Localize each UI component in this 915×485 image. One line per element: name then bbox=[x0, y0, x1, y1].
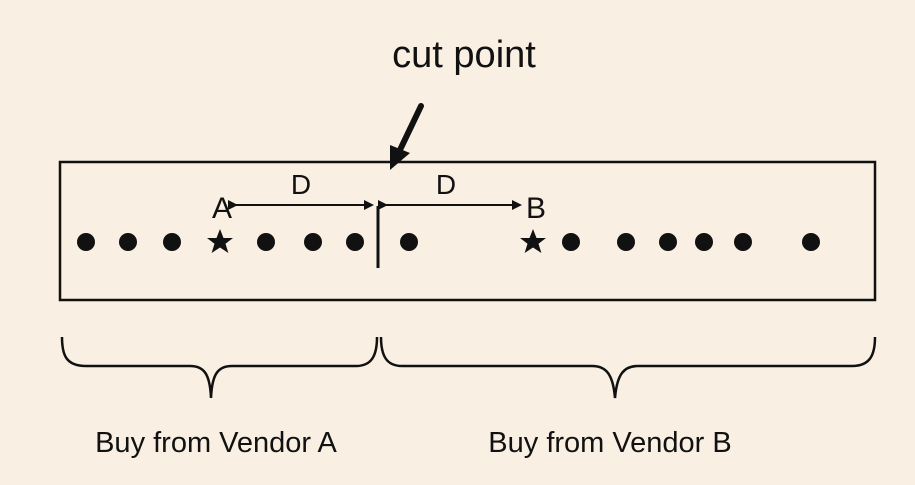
location-dot-icon bbox=[562, 233, 580, 251]
vendor-a-label: Buy from Vendor A bbox=[95, 427, 337, 459]
location-dot-icon bbox=[659, 233, 677, 251]
location-dot-icon bbox=[734, 233, 752, 251]
location-dot-icon bbox=[400, 233, 418, 251]
vendor-a-brace bbox=[60, 336, 379, 399]
location-dot-icon bbox=[163, 233, 181, 251]
location-dot-icon bbox=[77, 233, 95, 251]
vendor-a-star-icon bbox=[207, 229, 233, 253]
distance-label-right: D bbox=[436, 169, 456, 200]
location-dot-icon bbox=[617, 233, 635, 251]
vendor-b-label: Buy from Vendor B bbox=[488, 427, 731, 459]
location-dot-icon bbox=[119, 233, 137, 251]
vendor-range-box bbox=[58, 160, 877, 302]
distance-label-left: D bbox=[291, 169, 311, 200]
point-a-label: A bbox=[212, 192, 232, 225]
cut-point-arrow-icon bbox=[390, 103, 424, 170]
location-dot-icon bbox=[304, 233, 322, 251]
location-dot-icon bbox=[802, 233, 820, 251]
location-dot-icon bbox=[346, 233, 364, 251]
vendor-b-star-icon bbox=[520, 229, 546, 253]
point-b-label: B bbox=[526, 192, 546, 225]
location-dot-icon bbox=[257, 233, 275, 251]
cut-point-title: cut point bbox=[392, 34, 536, 76]
location-dot-icon bbox=[695, 233, 713, 251]
vendor-b-brace bbox=[379, 336, 877, 399]
